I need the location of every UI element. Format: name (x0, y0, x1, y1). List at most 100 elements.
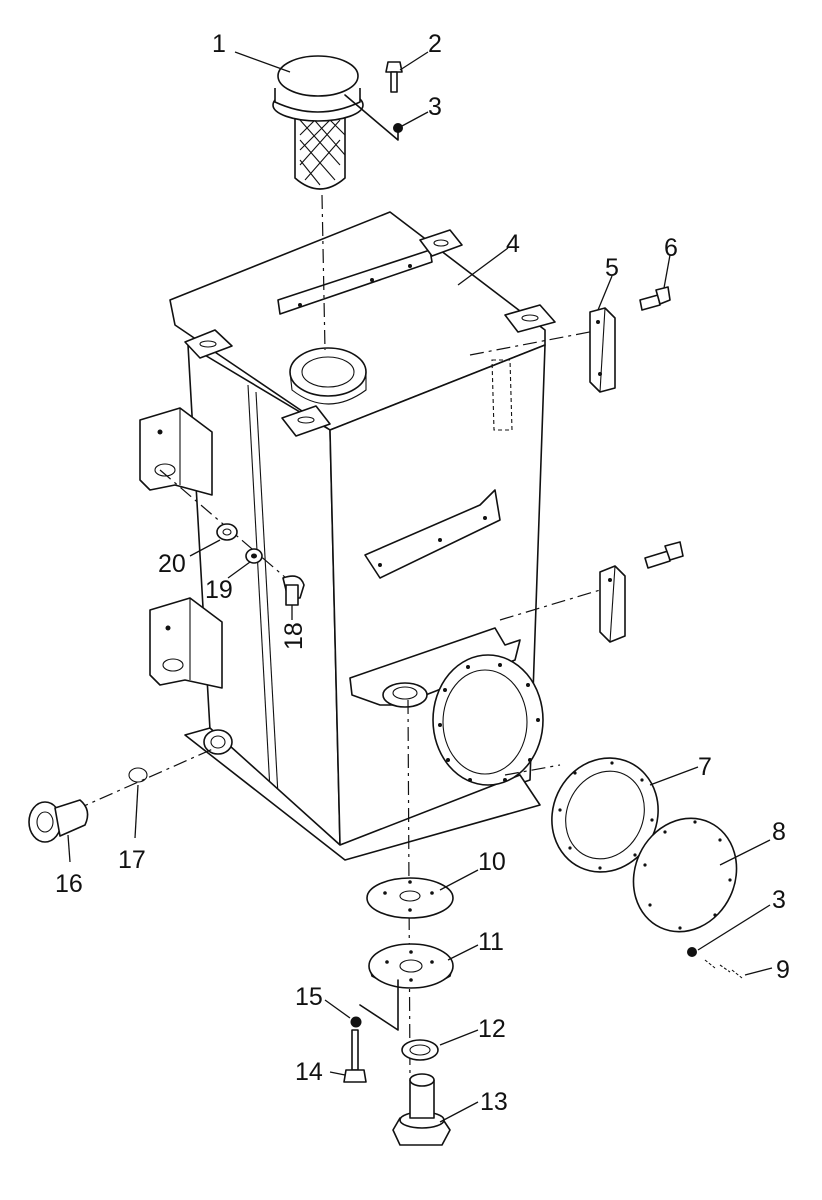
bolt-shank (285, 584, 299, 606)
leader-5 (597, 275, 613, 311)
cleanout-cover (632, 817, 738, 933)
bolt-shank (639, 294, 661, 311)
fastener-leader (344, 94, 399, 141)
flange-bolt-hole (528, 758, 532, 762)
strainer-mesh (299, 114, 346, 186)
gasket-hole (430, 891, 434, 895)
leader-9 (744, 967, 773, 976)
flange-bolt-hole (438, 723, 442, 727)
cover-hole (693, 820, 697, 824)
part-label-14: 14 (295, 1058, 323, 1086)
leader-17 (134, 784, 139, 839)
flange-bolt-hole (466, 665, 470, 669)
leader-7 (649, 766, 699, 786)
filler-opening (301, 356, 355, 388)
leader-6 (663, 254, 671, 289)
gasket-hole (598, 866, 602, 870)
bolt-18 (282, 575, 305, 606)
part-label-16: 16 (55, 870, 83, 898)
slotted-tab (281, 405, 331, 437)
part-label-19: 19 (205, 576, 233, 604)
top-strap (277, 249, 433, 315)
cover-hole (713, 913, 717, 917)
flange-hole (409, 978, 413, 982)
gasket-hole (408, 880, 412, 884)
plug-axis-line (74, 747, 216, 811)
washer-17 (128, 767, 148, 783)
washer-bore (251, 553, 257, 559)
leader-12 (439, 1029, 479, 1046)
washer-ring (216, 523, 238, 541)
hanger-block-upper (589, 307, 616, 393)
part-label-17: 17 (118, 846, 146, 874)
flange-hole (430, 960, 434, 964)
leader-16 (67, 834, 71, 863)
bracket-lower (149, 597, 223, 689)
leader-10 (439, 869, 479, 891)
screw-head (385, 61, 403, 73)
bolt-shank (644, 550, 671, 569)
leader-19 (227, 561, 251, 579)
tab-slot (521, 314, 539, 322)
leader-13 (439, 1101, 479, 1123)
strap-hole (438, 538, 442, 542)
flange-hole (409, 950, 413, 954)
leader-20 (189, 539, 221, 557)
hanger-block-edge (609, 565, 616, 643)
part-label-11: 11 (478, 928, 504, 956)
bolt-6 (639, 286, 671, 311)
flange-bolt-hole (498, 663, 502, 667)
leader-2 (399, 51, 429, 71)
gasket-disc (366, 877, 454, 919)
cover-plate (632, 817, 738, 933)
bottom-port-bore (392, 686, 418, 700)
part-label-4: 4 (506, 230, 520, 258)
gasket-hole (633, 853, 637, 857)
cover-hole (648, 903, 652, 907)
leader-11 (447, 944, 479, 961)
bolt-head (664, 541, 684, 561)
flange-axis-line (504, 764, 561, 776)
washer-20 (216, 523, 238, 541)
gasket-hole (568, 846, 572, 850)
washer-bore (222, 528, 232, 536)
cleanout-flange (432, 654, 544, 786)
part-label-8: 8 (772, 818, 786, 846)
slotted-tab (419, 229, 463, 257)
slotted-tab (504, 304, 556, 333)
breather-cap-side (274, 88, 361, 113)
part-label-13: 13 (480, 1088, 508, 1116)
cover-hole (643, 863, 647, 867)
hanger-axis-line (499, 589, 601, 621)
tank-bottom-plate (184, 727, 541, 861)
hanger-axis-line (469, 329, 601, 356)
hanger-hole (608, 578, 612, 582)
gasket-hole (610, 761, 614, 765)
leader-3b (697, 904, 771, 951)
flange-bolt-hole (443, 688, 447, 692)
screw-shank (351, 1029, 359, 1071)
cap-fasteners (344, 61, 403, 141)
tank-edge-line (255, 391, 279, 796)
flange-bolt-hole (503, 778, 507, 782)
flange-hole (385, 960, 389, 964)
gasket-hole (408, 908, 412, 912)
screw-14 (343, 1029, 367, 1083)
strap-hole (298, 303, 302, 307)
lower-features (203, 627, 544, 786)
part-label-1: 1 (212, 30, 226, 58)
leader-15 (324, 999, 351, 1019)
part-label-3b: 3 (772, 886, 786, 914)
strap-hole (483, 516, 487, 520)
side-brackets-left (139, 407, 223, 689)
hanger-hole (598, 372, 602, 376)
bracket-hole (157, 429, 163, 435)
slotted-tab (184, 329, 233, 359)
strap-hole (408, 264, 412, 268)
tank-body (169, 211, 546, 861)
part-label-10: 10 (478, 848, 506, 876)
part-label-9: 9 (776, 956, 790, 984)
flange-bolt-hole (526, 683, 530, 687)
leader-14 (329, 1071, 346, 1076)
tab-slot (297, 416, 315, 424)
